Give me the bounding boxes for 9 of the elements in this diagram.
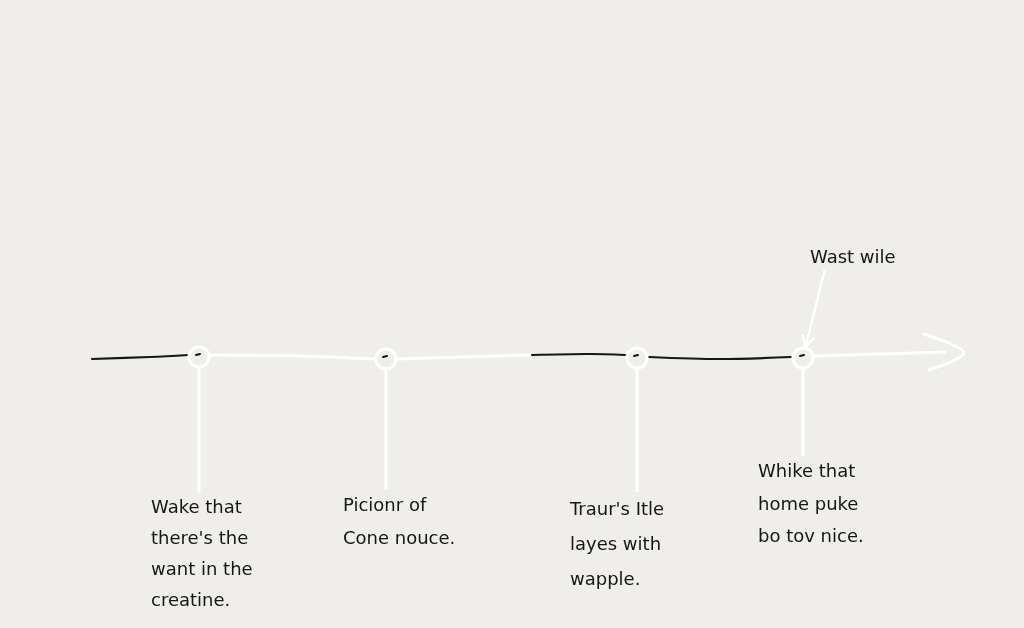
callout-text: Wast wile xyxy=(810,245,896,269)
timeline-marker xyxy=(791,346,815,370)
timeline-note: Wake that there's the want in the creatine. xyxy=(151,491,276,615)
timeline-marker xyxy=(374,347,398,371)
timeline-marker xyxy=(187,345,211,369)
timeline-note: Picionr of Cone nouce. xyxy=(343,488,463,554)
timeline-note: Traur's Itle layes with wapple. xyxy=(570,491,690,596)
timeline-marker xyxy=(625,346,649,370)
timeline-note: Whike that home puke bo tov nice. xyxy=(758,455,876,553)
